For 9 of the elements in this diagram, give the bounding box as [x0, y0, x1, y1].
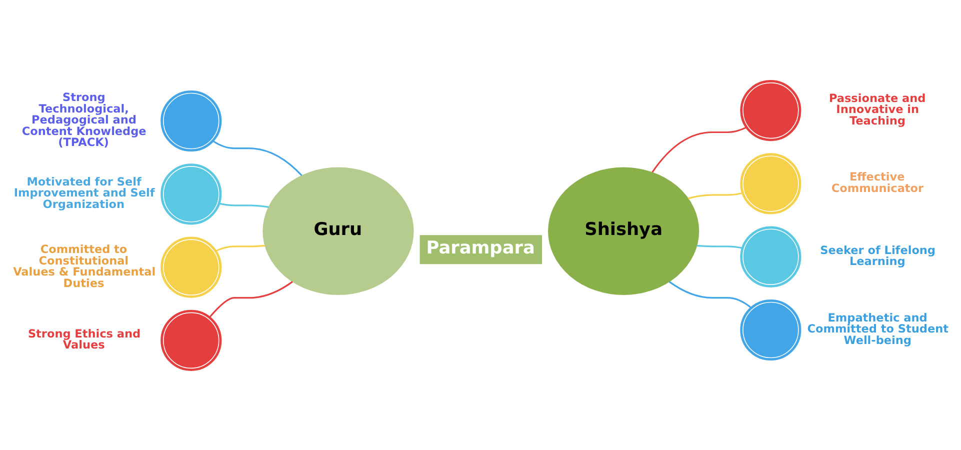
node-label: Committed to Constitutional Values & Fundamental Duties — [13, 242, 156, 290]
node-label: Strong Ethics and Values — [28, 326, 141, 352]
node-label: Strong Technological, Pedagogical and Content Knowledge (TPACK) — [22, 90, 146, 149]
node-label: Passionate and Innovative in Teaching — [828, 91, 926, 127]
node-label: Motivated for Self Improvement and Self Organization — [14, 174, 155, 210]
label: Parampara — [426, 238, 535, 258]
node-label: Effective Communicator — [831, 170, 924, 194]
node-label: Empathetic and Committed to Student Well-being — [807, 310, 948, 346]
node-label: Seeker of Lifelong Learning — [820, 243, 936, 268]
